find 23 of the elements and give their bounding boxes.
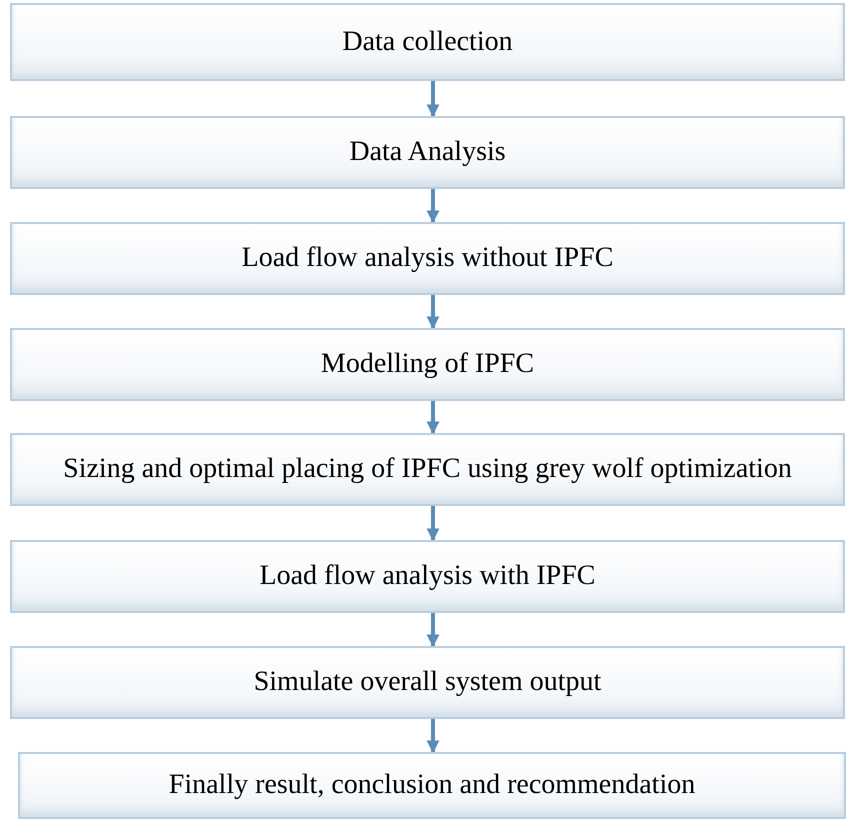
step-text: Simulate overall system output [254, 666, 602, 699]
step-text: Load flow analysis without IPFC [242, 242, 614, 275]
arrow [426, 81, 440, 118]
step-text: Load flow analysis with IPFC [260, 560, 596, 593]
step-text: Finally result, conclusion and recommendation [168, 769, 696, 802]
process-box [10, 328, 845, 401]
process-box [10, 3, 845, 81]
process-box [10, 116, 845, 189]
process-box [10, 433, 845, 506]
arrow [426, 506, 440, 542]
step-text: Data collection [342, 26, 513, 58]
process-box [10, 646, 845, 719]
arrow [426, 719, 440, 754]
process-box [10, 222, 845, 295]
arrow [426, 295, 440, 330]
step-text: Sizing and optimal placing of IPFC using grey wolf optimization [63, 453, 792, 486]
arrow [426, 613, 440, 648]
arrow [426, 189, 440, 224]
step-text: Modelling of IPFC [320, 348, 534, 381]
process-box [10, 540, 845, 613]
step-text: Data Analysis [349, 136, 506, 169]
process-box [18, 752, 846, 819]
arrow [426, 401, 440, 434]
